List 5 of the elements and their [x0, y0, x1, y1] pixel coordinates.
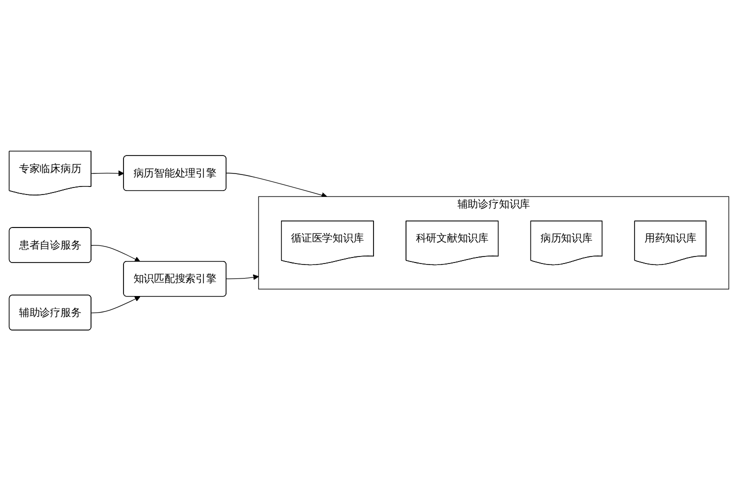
arrow [91, 170, 124, 177]
arrow [226, 274, 259, 280]
arrow [91, 245, 140, 262]
arrow [226, 173, 328, 198]
arrow [91, 296, 140, 314]
